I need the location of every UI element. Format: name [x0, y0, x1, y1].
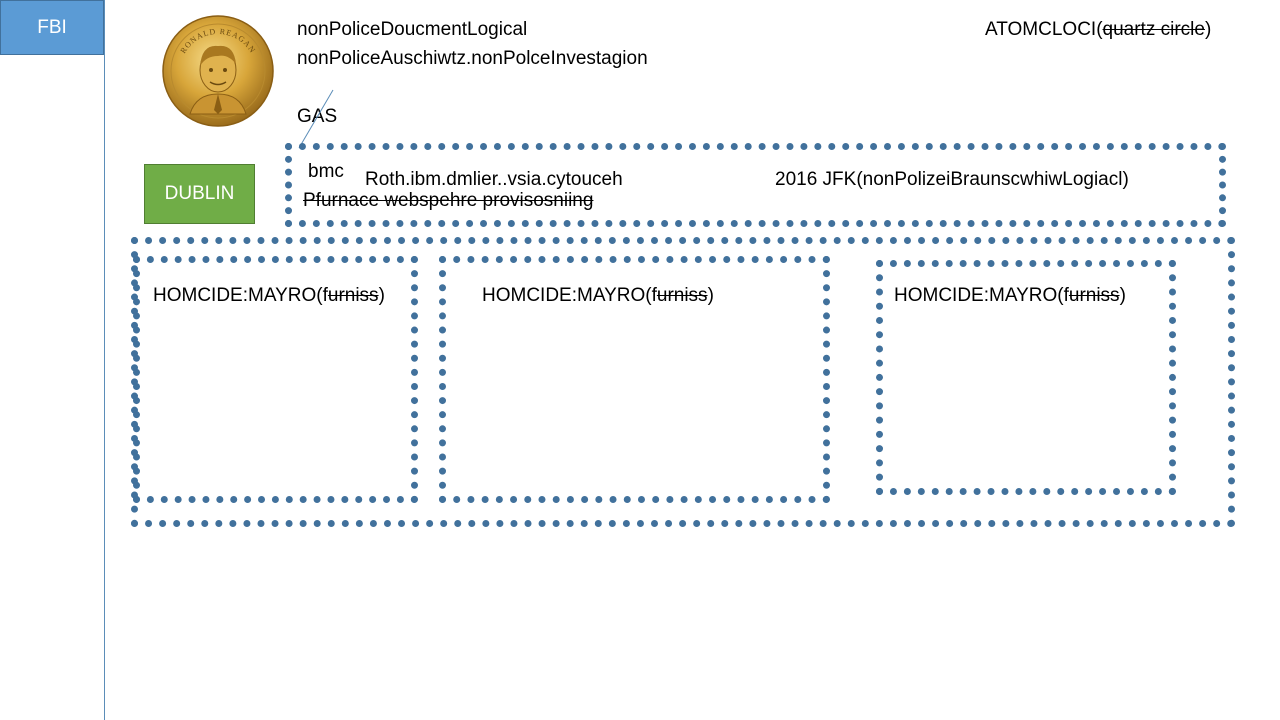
atomcloci-suffix: )	[1204, 19, 1212, 40]
dublin-box[interactable]: DUBLIN	[144, 164, 255, 224]
dublin-label: DUBLIN	[164, 183, 235, 204]
roth-label: Roth.ibm.dmlier..vsia.cytouceh	[365, 169, 623, 190]
atomcloci-struck-text: quartz circle	[1102, 19, 1205, 40]
header-line-1: nonPoliceDoucmentLogical	[297, 19, 528, 40]
fbi-box[interactable]: FBI	[0, 0, 104, 55]
pfurnace-struck-label: Pfurnace webspehre provisosniing	[303, 190, 594, 211]
bmc-label: bmc	[308, 161, 344, 182]
top-dotted-box	[285, 143, 1226, 227]
homicide-label-1: HOMCIDE:MAYRO(furniss)	[153, 285, 385, 306]
left-divider-line	[104, 0, 105, 720]
connector-line	[298, 89, 334, 149]
atomcloci-prefix: ATOMCLOCI(	[985, 19, 1103, 40]
atomcloci-label: ATOMCLOCI(quartz circle)	[985, 18, 1211, 42]
homicide-box-1	[133, 256, 418, 503]
reagan-coin-icon: RONALD REAGAN	[162, 15, 274, 127]
fbi-label: FBI	[37, 16, 67, 38]
jfk-label: 2016 JFK(nonPolizeiBraunscwhiwLogiacl)	[775, 169, 1129, 190]
homicide-label-2: HOMCIDE:MAYRO(furniss)	[482, 285, 714, 306]
homicide-label-3: HOMCIDE:MAYRO(furniss)	[894, 285, 1126, 306]
homicide-box-2	[439, 256, 830, 503]
header-line-2: nonPoliceAuschiwtz.nonPolceInvestagion	[297, 48, 648, 69]
homicide-box-3	[876, 260, 1176, 495]
